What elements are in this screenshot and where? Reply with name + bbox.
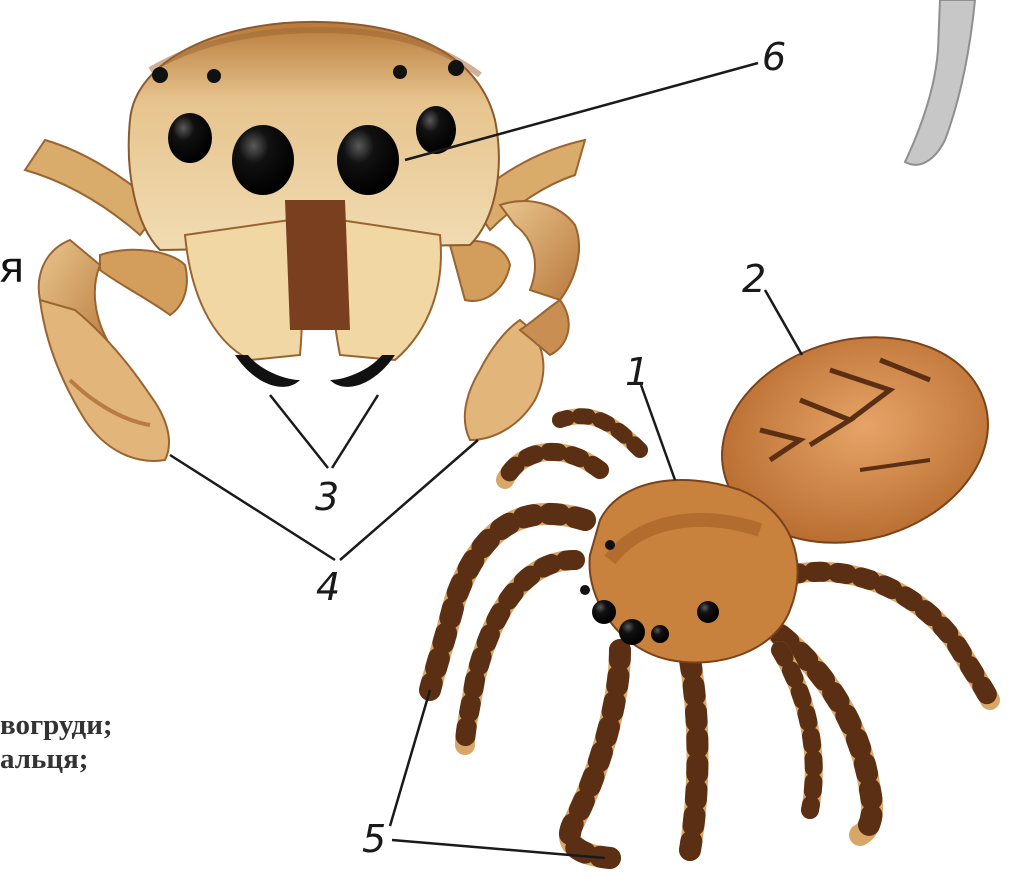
leader-line-4a	[170, 455, 335, 560]
grey-shape	[905, 0, 975, 165]
label-4: 4	[316, 565, 340, 609]
caption-line-2: альця;	[0, 742, 113, 776]
label-2: 2	[742, 257, 766, 301]
label-3: 3	[315, 475, 339, 519]
label-1: 1	[625, 350, 649, 394]
leader-line-1	[641, 385, 675, 480]
caption: вогруди; альця;	[0, 708, 113, 776]
leader-line-2	[765, 290, 802, 355]
leader-line-3b	[332, 395, 378, 468]
label-6: 6	[762, 35, 786, 79]
leader-line-3a	[270, 395, 328, 468]
left-pedipalp	[39, 240, 187, 461]
leader-line-4b	[340, 440, 478, 560]
leader-line-5a	[390, 690, 430, 826]
label-5: 5	[362, 817, 386, 861]
front-view-spider	[25, 22, 585, 461]
slide-text-fragment: я	[0, 246, 24, 290]
caption-line-1: вогруди;	[0, 708, 113, 742]
cephalothorax	[580, 480, 798, 663]
